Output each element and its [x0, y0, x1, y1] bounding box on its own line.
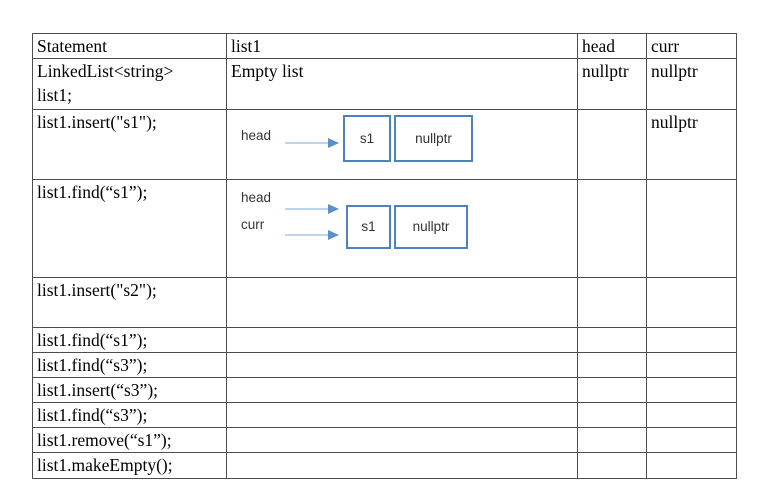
table-header-row: Statement list1 head curr [32, 33, 737, 59]
linked-list-diagram-find-s1: head curr s1 nullptr [228, 181, 577, 277]
head-pointer-label: head [241, 190, 272, 205]
table-row: list1.find(“s1”); head curr s1 nu [32, 179, 737, 278]
cell-statement: list1.find(“s1”); [32, 327, 227, 353]
cell-list1 [226, 277, 578, 328]
cell-list1: Empty list [226, 58, 578, 110]
right-arrow-icon [285, 138, 339, 148]
cell-curr [646, 327, 737, 353]
trace-table: Statement list1 head curr LinkedList<str… [32, 33, 737, 479]
table-row: list1.find(“s3”); [32, 402, 737, 428]
column-header-statement: Statement [32, 33, 227, 59]
column-header-list1: list1 [226, 33, 578, 59]
cell-statement: LinkedList<string> list1; [32, 58, 227, 110]
cell-statement: list1.remove(“s1”); [32, 427, 227, 453]
cell-head [577, 109, 647, 180]
cell-head [577, 352, 647, 378]
cell-head [577, 277, 647, 328]
table-row: list1.insert("s1"); head s1 nullptr null… [32, 109, 737, 180]
cell-curr: nullptr [646, 58, 737, 110]
cell-list1 [226, 352, 578, 378]
cell-head [577, 377, 647, 403]
cell-statement: list1.find(“s1”); [32, 179, 227, 278]
cell-statement: list1.insert(“s3”); [32, 377, 227, 403]
cell-curr [646, 402, 737, 428]
linked-list-diagram-insert-s1: head s1 nullptr [228, 111, 577, 179]
cell-head [577, 452, 647, 479]
cell-list1: head curr s1 nullptr [226, 179, 578, 278]
table-row: list1.makeEmpty(); [32, 452, 737, 479]
cell-head [577, 427, 647, 453]
cell-curr [646, 377, 737, 403]
node-next-cell: nullptr [394, 205, 468, 249]
node-value-cell: s1 [346, 205, 391, 249]
cell-statement: list1.find(“s3”); [32, 402, 227, 428]
column-header-head: head [577, 33, 647, 59]
cell-list1 [226, 402, 578, 428]
list-node: s1 nullptr [346, 205, 468, 249]
curr-pointer-label: curr [241, 217, 265, 232]
cell-statement: list1.find(“s3”); [32, 352, 227, 378]
cell-head: nullptr [577, 58, 647, 110]
cell-curr [646, 352, 737, 378]
table-row: list1.remove(“s1”); [32, 427, 737, 453]
cell-list1 [226, 452, 578, 479]
cell-curr [646, 452, 737, 479]
cell-head [577, 327, 647, 353]
cell-curr [646, 427, 737, 453]
cell-statement: list1.insert("s2"); [32, 277, 227, 328]
table-row: list1.find(“s1”); [32, 327, 737, 353]
cell-curr [646, 179, 737, 278]
cell-curr: nullptr [646, 109, 737, 180]
right-arrow-icon [285, 230, 339, 240]
table-row: list1.insert(“s3”); [32, 377, 737, 403]
cell-list1 [226, 427, 578, 453]
cell-list1 [226, 377, 578, 403]
node-value-cell: s1 [343, 115, 391, 162]
node-next-cell: nullptr [394, 115, 473, 162]
table-row: list1.insert("s2"); [32, 277, 737, 328]
cell-head [577, 179, 647, 278]
cell-list1 [226, 327, 578, 353]
cell-list1: head s1 nullptr [226, 109, 578, 180]
list-node: s1 nullptr [343, 115, 473, 162]
column-header-curr: curr [646, 33, 737, 59]
table-row: LinkedList<string> list1; Empty list nul… [32, 58, 737, 110]
head-pointer-label: head [241, 128, 272, 143]
cell-statement: list1.insert("s1"); [32, 109, 227, 180]
cell-statement: list1.makeEmpty(); [32, 452, 227, 479]
table-row: list1.find(“s3”); [32, 352, 737, 378]
cell-curr [646, 277, 737, 328]
right-arrow-icon [285, 204, 339, 214]
cell-head [577, 402, 647, 428]
